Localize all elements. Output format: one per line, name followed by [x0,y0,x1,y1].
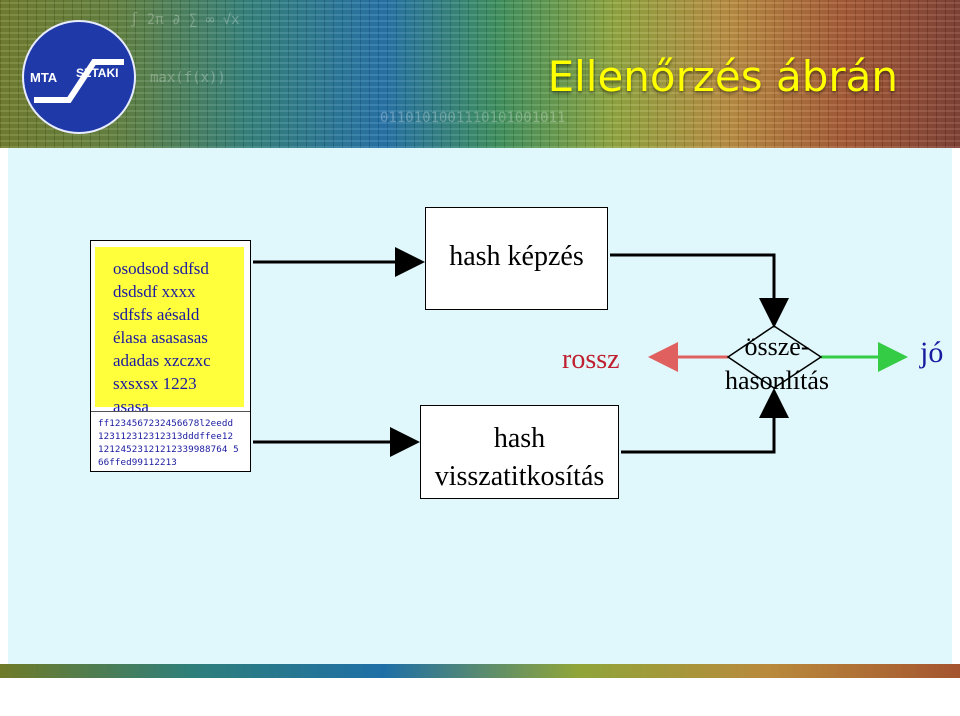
hash-decryption-label-line2: visszatitkosítás [434,461,605,492]
banner-decoration: ∫ 2π ∂ ∑ ∞ √x [130,12,240,28]
document-line: élasa asasasas [113,328,208,347]
compare-diamond [726,325,823,389]
logo-right-text: SZTAKI [76,66,119,80]
hash-line: 12124523121212339988764 5 [98,444,239,455]
arrow-decrypt-to-compare [621,388,789,454]
banner-texture [0,0,960,148]
document-line: sdfsfs aésald [113,305,200,324]
logo: MTA SZTAKI [22,20,136,134]
hash-generation-label: hash képzés [449,241,584,272]
logo-left-text: MTA [30,70,58,85]
document-text: osodsod sdfsd dsdsdf xxxx sdfsfs aésald … [113,257,211,418]
banner-decoration: 0110101001110101001011 [380,110,566,126]
banner-decoration: max(f(x)) [150,70,226,86]
document-body: osodsod sdfsd dsdsdf xxxx sdfsfs aésald … [95,247,244,416]
document-line: osodsod sdfsd [113,259,209,278]
document-line: dsdsdf xxxx [113,282,196,301]
footer-bar [0,664,960,678]
bad-outcome-label: rossz [562,344,620,375]
comparison-label-line2: hasonlítás [725,366,829,395]
good-outcome-label: jó [920,336,944,369]
comparison-label-line1: össze- [744,332,810,361]
hash-decryption-label-line1: hash [493,423,546,454]
hash-line: 66ffed99112213 [98,457,177,468]
hash-line: 123112312312313dddffee12 [98,431,234,442]
logo-wave-icon [34,59,124,103]
signed-document: osodsod sdfsd dsdsdf xxxx sdfsfs aésald … [90,240,251,472]
document-line: sxsxsx 1223 [113,374,197,393]
arrow-hash-to-compare [610,253,789,328]
hash-generation-box: hash képzés [425,207,608,310]
document-divider [91,411,250,412]
hash-decryption-box: hash visszatitkosítás [420,405,619,499]
encrypted-hash: ff1234567232456678l2eedd 123112312312313… [98,417,239,469]
header-banner: ∫ 2π ∂ ∑ ∞ √x max(f(x)) 0110101001110101… [0,0,960,148]
comparison-label: össze- hasonlítás [702,330,852,398]
hash-line: ff1234567232456678l2eedd [98,418,234,429]
document-line: adadas xzczxc [113,351,211,370]
page-title: Ellenőrzés ábrán [547,52,898,101]
document-line: asasa [113,397,149,416]
